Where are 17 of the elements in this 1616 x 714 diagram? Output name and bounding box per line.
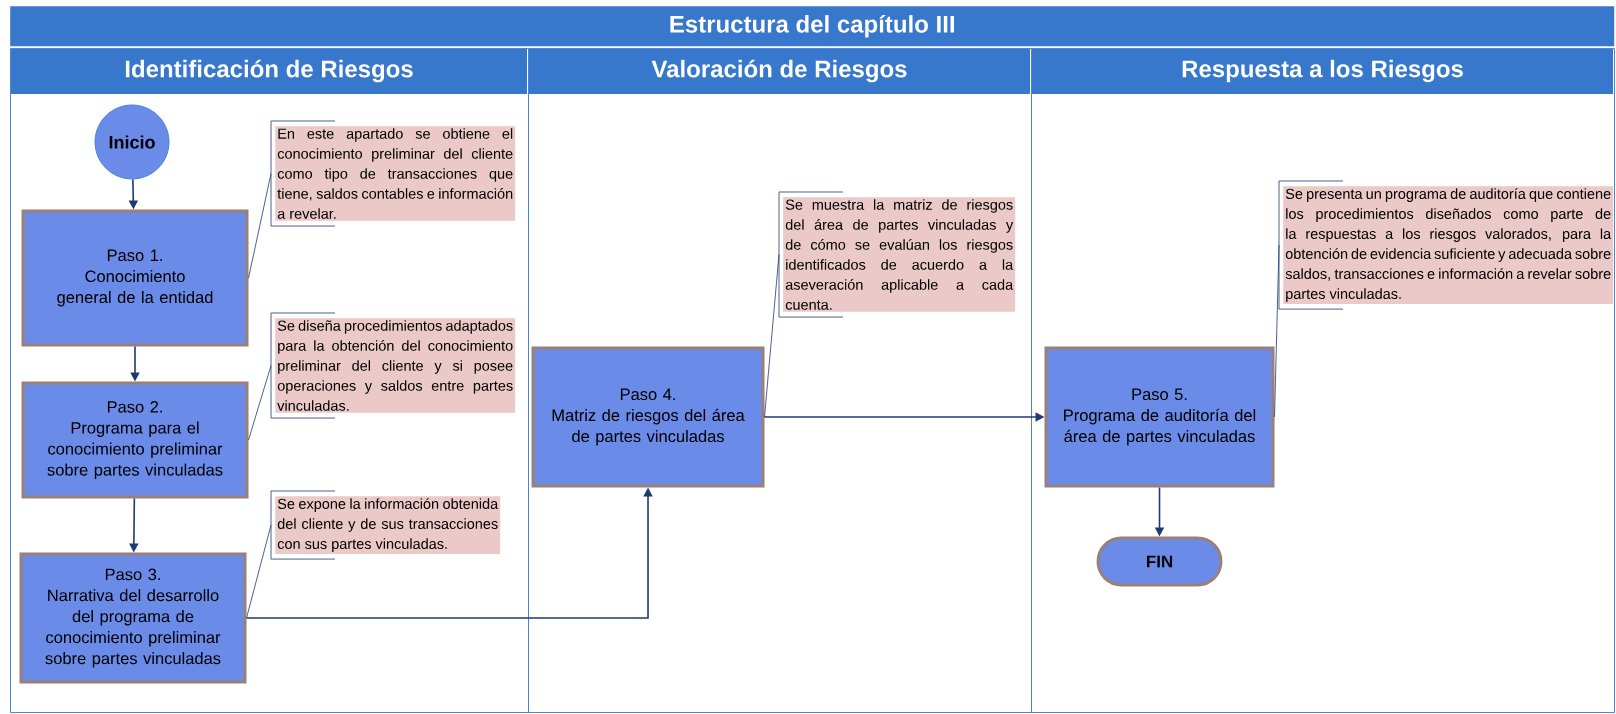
- process-box: Paso 5. Programa de auditoría del área de partes vinculadas: [1044, 346, 1275, 488]
- annotation-note: Se presenta un programa de auditoría que contiene los procedimientos diseñados como parte de la respuestas a los riesgos valorados, para la obtención de evidencia suficiente y adecuada sobre saldos, transacciones e información a revelar sobre partes vinculadas.: [1278, 180, 1614, 310]
- annotation-note: Se muestra la matriz de riesgos del área de partes vinculadas y de cómo se evalúan los riesgos identificados de acuerdo a la aseveración aplicable a cada cuenta.: [778, 191, 1016, 318]
- annotation-note: Se expone la información obtenida del cliente y de sus transacciones con sus partes vinculadas.: [270, 490, 501, 560]
- leader-line: [248, 173, 272, 279]
- process-box: Paso 1. Conocimiento general de la entidad: [21, 209, 249, 347]
- process-box: Paso 3. Narrativa del desarrollo del programa de conocimiento preliminar sobre partes vinculadas: [19, 552, 247, 684]
- annotation-note: En este apartado se obtiene el conocimiento preliminar del cliente como tipo de transacciones que tiene, saldos contables e información a revelar.: [270, 120, 516, 227]
- title-bar: Estructura del capítulo III: [10, 6, 1615, 47]
- end-terminator: FIN: [1096, 536, 1223, 587]
- leader-line: [1274, 244, 1280, 418]
- leader-line: [246, 524, 272, 619]
- annotation-note: Se diseña procedimientos adaptados para la obtención del conocimiento preliminar del cliente y si posee operaciones y saldos entre partes vinculadas.: [270, 312, 516, 419]
- leader-line: [248, 365, 272, 441]
- leader-line: [764, 254, 780, 418]
- process-box: Paso 2. Programa para el conocimiento preliminar sobre partes vinculadas: [21, 381, 249, 499]
- process-box: Paso 4. Matriz de riesgos del área de partes vinculadas: [531, 346, 765, 488]
